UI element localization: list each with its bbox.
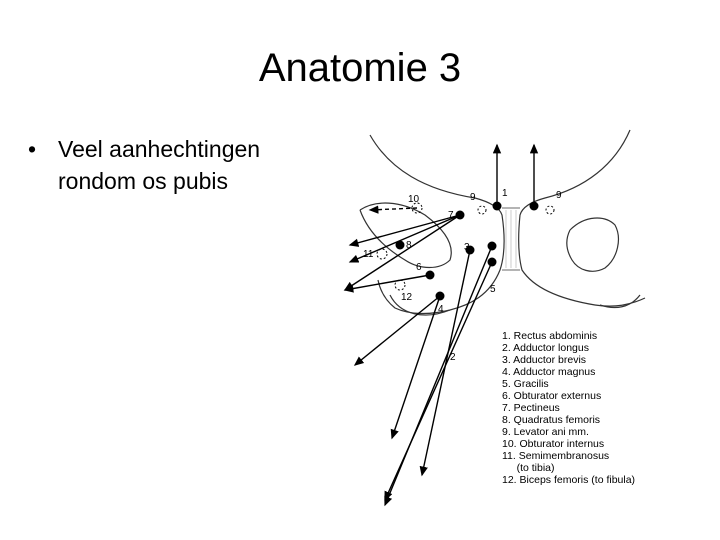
bone-outline bbox=[360, 130, 645, 315]
legend-item: 2. Adductor longus bbox=[502, 342, 635, 354]
bullet-marker: • bbox=[28, 133, 36, 165]
label-7: 7 bbox=[448, 210, 454, 221]
slide-title: Anatomie 3 bbox=[0, 44, 720, 92]
label-11: 11 bbox=[363, 249, 374, 260]
legend-item: 5. Gracilis bbox=[502, 378, 635, 390]
bullet-list: • Veel aanhechtingen rondom os pubis bbox=[28, 133, 328, 197]
legend-item: 10. Obturator internus bbox=[502, 438, 635, 450]
legend-item: 11. Semimembranosus bbox=[502, 450, 635, 462]
label-3: 3 bbox=[464, 242, 470, 253]
label-9-left: 9 bbox=[470, 192, 476, 203]
label-6: 6 bbox=[416, 262, 422, 273]
legend-item: 9. Levator ani mm. bbox=[502, 426, 635, 438]
legend-item: 4. Adductor magnus bbox=[502, 366, 635, 378]
legend-item: 1. Rectus abdominis bbox=[502, 330, 635, 342]
muscle-legend: 1. Rectus abdominis 2. Adductor longus 3… bbox=[502, 330, 635, 486]
label-1: 1 bbox=[502, 188, 508, 199]
legend-item: (to tibia) bbox=[502, 462, 635, 474]
bullet-item: • Veel aanhechtingen rondom os pubis bbox=[28, 133, 328, 197]
label-12: 12 bbox=[401, 292, 413, 303]
label-2: 2 bbox=[450, 352, 456, 363]
legend-item: 7. Pectineus bbox=[502, 402, 635, 414]
legend-item: 8. Quadratus femoris bbox=[502, 414, 635, 426]
label-10: 10 bbox=[408, 194, 420, 205]
legend-item: 6. Obturator externus bbox=[502, 390, 635, 402]
label-5: 5 bbox=[490, 284, 496, 295]
bullet-text: Veel aanhechtingen rondom os pubis bbox=[58, 136, 260, 194]
label-8: 8 bbox=[406, 240, 412, 251]
label-4: 4 bbox=[438, 304, 444, 315]
legend-item: 3. Adductor brevis bbox=[502, 354, 635, 366]
legend-item: 12. Biceps femoris (to fibula) bbox=[502, 474, 635, 486]
label-9-right: 9 bbox=[556, 190, 562, 201]
